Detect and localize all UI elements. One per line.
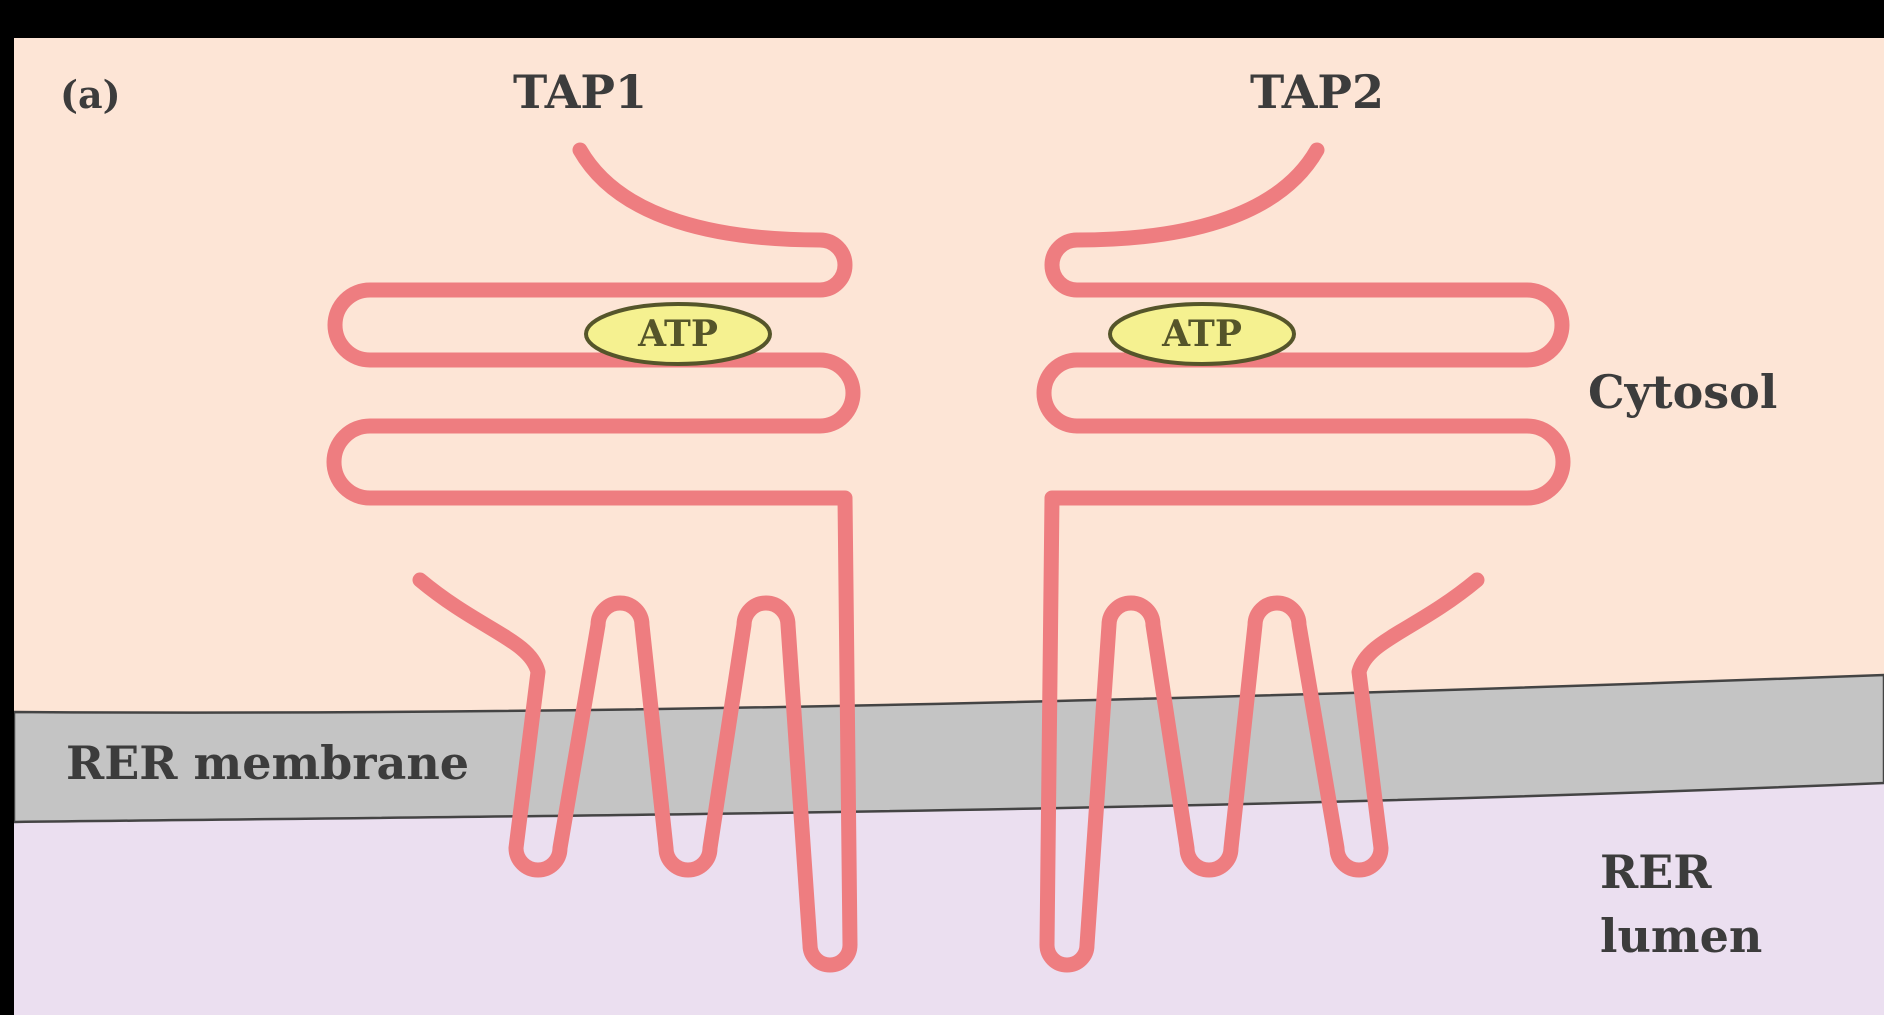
tap1-label: TAP1 [513, 65, 647, 119]
tap2-label: TAP2 [1250, 65, 1384, 119]
tap2-atp-label: ATP [1161, 313, 1242, 355]
rer-lumen-label-line1: RER [1600, 845, 1712, 899]
cytosol-label: Cytosol [1588, 365, 1777, 419]
rer-membrane-label: RER membrane [66, 736, 469, 790]
panel-label: (a) [60, 72, 121, 117]
rer-lumen-label-line2: lumen [1600, 909, 1762, 963]
tap1-atp-label: ATP [637, 313, 718, 355]
